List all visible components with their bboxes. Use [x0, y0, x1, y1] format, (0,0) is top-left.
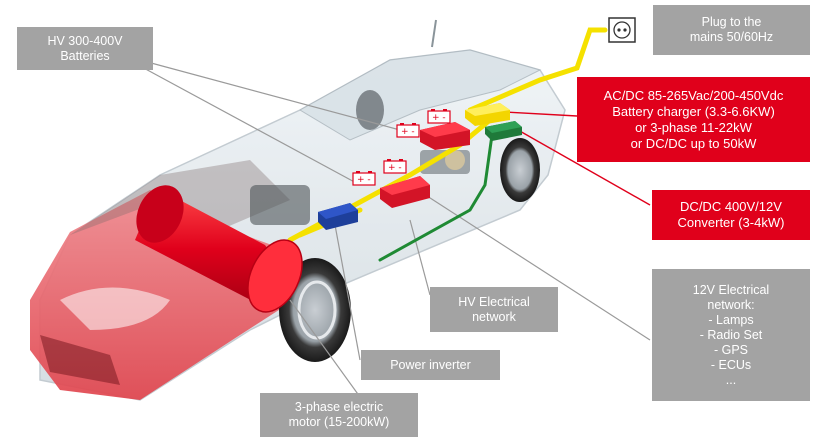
power-inverter-module: [318, 203, 358, 230]
battery-icon: + -: [427, 109, 451, 124]
hv-network-callout: HV Electrical network: [430, 287, 558, 332]
lv-cable: [378, 133, 494, 262]
battery-charger-callout: AC/DC 85-265Vac/200-450Vdc Battery charg…: [577, 77, 810, 162]
callout-line: - ECUs: [710, 357, 752, 372]
callout-line: Converter (3-4kW): [677, 215, 785, 230]
callout-leader-lines-red: [504, 111, 651, 206]
callout-line: or 3-phase 11-22kW: [635, 119, 752, 135]
callout-line: Power inverter: [390, 357, 471, 372]
callout-line: - GPS: [713, 342, 749, 357]
battery-charger-module: [465, 103, 510, 126]
rear-wheel: [500, 138, 540, 202]
battery-icon: + -: [396, 123, 420, 138]
plug-callout: Plug to the mains 50/60Hz: [653, 5, 810, 55]
callout-line: Batteries: [60, 48, 110, 63]
callout-line: Battery charger (3.3-6.6KW): [612, 103, 775, 119]
svg-text:+ -: + -: [432, 113, 446, 123]
callout-line: network: [472, 309, 516, 324]
battery-icon: + -: [352, 171, 376, 186]
callout-line: - Radio Set: [699, 327, 763, 342]
callout-line: motor (15-200kW): [288, 415, 390, 429]
dcdc-converter-callout: DC/DC 400V/12V Converter (3-4kW): [652, 190, 810, 240]
battery-icon: + -: [383, 159, 407, 174]
callout-line: - Lamps: [708, 312, 754, 327]
power-socket-icon: [608, 17, 636, 43]
callout-line: or DC/DC up to 50kW: [630, 135, 757, 151]
dcdc-converter-module: [485, 121, 522, 141]
callout-line: DC/DC 400V/12V: [680, 199, 782, 214]
chassis-components: [250, 150, 470, 225]
electric-motor-callout: 3-phase electric motor (15-200kW): [260, 393, 418, 437]
callout-line: network:: [707, 297, 755, 312]
callout-line: Plug to the: [701, 15, 762, 29]
svg-text:+ -: + -: [357, 175, 371, 185]
callout-line: AC/DC 85-265Vac/200-450Vdc: [603, 87, 784, 103]
hv-battery-pack-bottom: [380, 176, 430, 208]
svg-text:+ -: + -: [388, 163, 402, 173]
callout-line: 3-phase electric: [294, 400, 384, 414]
power-inverter-callout: Power inverter: [361, 350, 500, 380]
callout-line: HV 300-400V: [47, 33, 123, 48]
callout-line: mains 50/60Hz: [689, 30, 774, 44]
callout-line: HV Electrical: [458, 294, 530, 309]
svg-text:+ -: + -: [401, 127, 415, 137]
hv-battery-pack-top: [420, 122, 470, 150]
callout-line: ...: [725, 372, 737, 387]
callout-leader-lines: [139, 59, 651, 398]
callout-line: 12V Electrical: [692, 282, 770, 297]
electric-motor-cylinder: [135, 185, 303, 313]
hv-batteries-callout: HV 300-400V Batteries: [17, 27, 153, 70]
lv-network-callout: 12V Electrical network: - Lamps - Radio …: [652, 269, 810, 401]
